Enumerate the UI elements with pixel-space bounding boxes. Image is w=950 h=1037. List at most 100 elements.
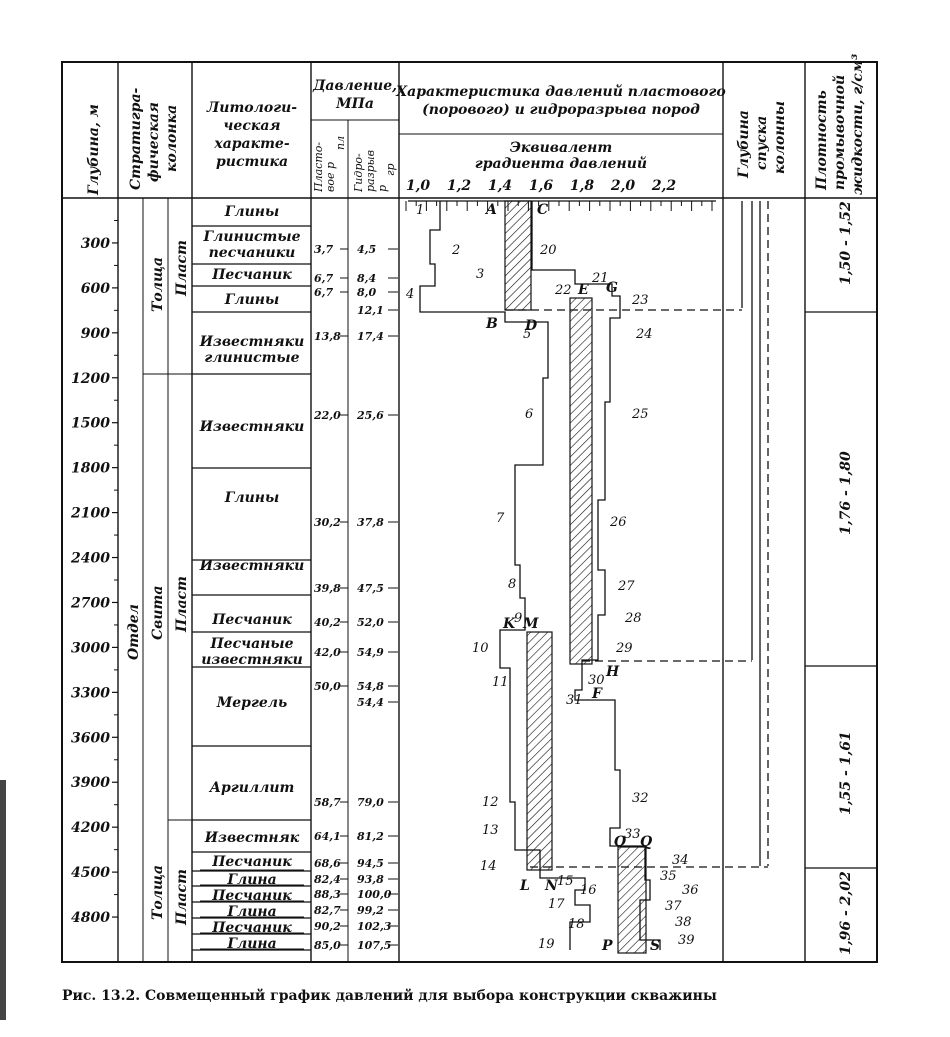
lith-layer-name: Глинистые xyxy=(203,229,301,245)
p-frac-value: 99,2 xyxy=(357,904,384,917)
svg-text:N: N xyxy=(544,878,559,894)
strat-plast-bottom: Пласт xyxy=(174,869,190,926)
curve-number: 30 xyxy=(588,673,605,688)
svg-text:ристика: ристика xyxy=(216,154,288,170)
depth-label: 3000 xyxy=(71,640,110,656)
p-frac-value: 102,3 xyxy=(357,920,392,933)
depth-label: 2100 xyxy=(70,506,110,522)
lith-layer-name: Известняки xyxy=(199,419,305,435)
svg-text:G: G xyxy=(606,280,618,296)
hatch-bar-ef xyxy=(569,297,593,665)
curve-number: 12 xyxy=(482,795,499,810)
p-frac-value: 37,8 xyxy=(357,516,384,529)
curve-number: 37 xyxy=(665,899,682,914)
curve-number: 36 xyxy=(682,883,699,898)
curve-number: 35 xyxy=(660,869,677,884)
curve-number: 39 xyxy=(678,933,695,948)
curve-number: 18 xyxy=(568,917,585,932)
p-layer-value: 40,2 xyxy=(314,616,341,629)
depth-label: 2700 xyxy=(70,595,110,611)
strat-header: Стратигра- фическая колонка xyxy=(128,87,180,190)
svg-text:p: p xyxy=(376,185,389,192)
svg-text:Глубина: Глубина xyxy=(736,110,752,179)
svg-text:Характеристика давлений пласто: Характеристика давлений пластового xyxy=(395,83,725,100)
depth-label: 300 xyxy=(81,236,110,252)
curve-number: 1 xyxy=(416,203,424,218)
svg-text:1,55 - 1,61: 1,55 - 1,61 xyxy=(838,731,854,815)
p-frac-value: 17,4 xyxy=(357,330,384,343)
svg-text:вое p: вое p xyxy=(324,162,337,192)
hatch-bar-ab xyxy=(504,200,532,311)
gradient-label: 2,0 xyxy=(610,178,636,194)
char-header: Характеристика давлений пластового (поро… xyxy=(395,83,725,172)
svg-text:Пласто-: Пласто- xyxy=(312,142,325,193)
svg-text:Стратигра-: Стратигра- xyxy=(128,87,144,190)
curve-number: 24 xyxy=(635,327,653,342)
curve-number: 33 xyxy=(624,827,641,842)
svg-text:колонка: колонка xyxy=(164,105,180,172)
svg-text:L: L xyxy=(519,878,530,894)
curve-number: 14 xyxy=(480,859,497,874)
p-frac-value: 25,6 xyxy=(356,409,384,422)
lith-layer-name: Аргиллит xyxy=(209,780,295,796)
lith-layer-name: Песчаник xyxy=(211,920,292,936)
depth-label: 4200 xyxy=(71,820,110,836)
svg-text:K: K xyxy=(502,616,516,632)
lithology-column: ГлиныГлинистыепесчаникиПесчаникГлиныИзве… xyxy=(192,204,311,952)
scan-edge-bar xyxy=(0,780,6,1020)
p-frac-value: 47,5 xyxy=(357,582,384,595)
depth-header: Глубина, м xyxy=(86,104,102,196)
lith-layer-name: Песчаник xyxy=(211,267,292,283)
p-layer-value: 68,6 xyxy=(314,857,341,870)
depth-label: 900 xyxy=(81,326,110,342)
svg-text:P: P xyxy=(601,938,613,954)
p-frac-value: 81,2 xyxy=(357,830,384,843)
svg-text:1,76 - 1,80: 1,76 - 1,80 xyxy=(838,451,854,535)
svg-text:спуска: спуска xyxy=(754,116,770,170)
lith-layer-name: Песчаник xyxy=(211,612,292,628)
curve-number: 28 xyxy=(624,611,642,626)
casing-lines xyxy=(505,201,769,868)
p-frac-value: 54,4 xyxy=(357,696,384,709)
svg-text:Литологи-: Литологи- xyxy=(206,100,297,116)
casing-header: Глубина спуска колонны xyxy=(736,101,788,179)
p-layer-value: 64,1 xyxy=(314,830,341,843)
curve-number: 11 xyxy=(492,675,509,690)
depth-label: 2400 xyxy=(70,551,110,567)
p-frac-value: 79,0 xyxy=(357,796,384,809)
gradient-label: 1,0 xyxy=(406,178,431,194)
svg-text:1,50 - 1,52: 1,50 - 1,52 xyxy=(838,201,854,285)
curve-number: 32 xyxy=(632,791,649,806)
svg-text:1,96 - 2,02: 1,96 - 2,02 xyxy=(838,871,854,955)
p-layer-value: 42,0 xyxy=(314,646,341,659)
frame xyxy=(61,61,878,963)
p-layer-value: 13,8 xyxy=(314,330,341,343)
curve-number: 6 xyxy=(525,407,533,422)
p-frac-value: 94,5 xyxy=(357,857,384,870)
curve-number: 27 xyxy=(617,579,635,594)
p-layer-value: 22,0 xyxy=(313,409,341,422)
svg-text:S: S xyxy=(650,938,660,954)
curve-number: 22 xyxy=(554,283,572,298)
depth-label: 4500 xyxy=(71,865,110,881)
lith-layer-name: Глины xyxy=(224,204,280,220)
pressure-header: Давление, МПа xyxy=(312,78,397,112)
p-layer-value: 88,3 xyxy=(314,888,341,901)
curve-number: 13 xyxy=(482,823,499,838)
depth-axis: 3006009001200150018002100240027003000330… xyxy=(70,219,118,926)
gradient-label: 1,2 xyxy=(447,178,472,194)
density-values: 1,50 - 1,52 1,76 - 1,80 1,55 - 1,61 1,96… xyxy=(838,201,854,955)
lith-layer-name: Известняки xyxy=(199,334,305,350)
p-frac-value: 93,8 xyxy=(357,873,384,886)
lith-layer-name: Известняк xyxy=(204,830,300,846)
svg-text:гр: гр xyxy=(384,163,397,176)
lith-layer-name: Глина xyxy=(226,904,276,920)
gradient-label: 1,8 xyxy=(570,178,595,194)
curve-number: 25 xyxy=(631,407,649,422)
depth-label: 1500 xyxy=(71,416,110,432)
strat-svita: Свита xyxy=(150,586,166,640)
p-frac-header: Гидро- разрыв p гр xyxy=(352,150,397,193)
